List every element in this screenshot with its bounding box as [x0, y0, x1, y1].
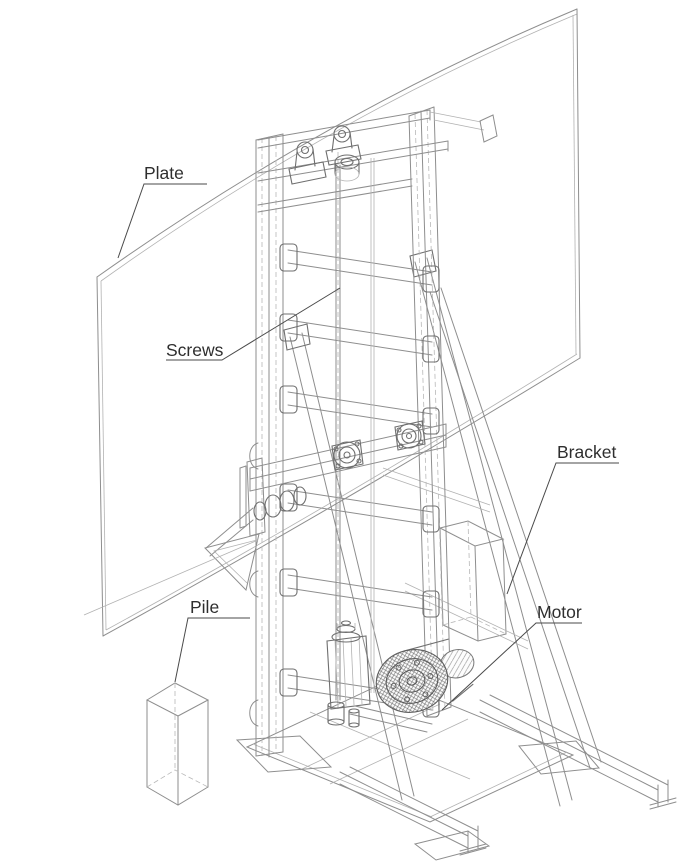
cross-bars [279, 243, 440, 718]
front-skid-beam [339, 766, 491, 861]
counterweight-box [438, 520, 507, 642]
brace-tie-rods [382, 467, 529, 650]
lead-screws [335, 152, 375, 712]
support-braces [283, 249, 602, 807]
side-tab [249, 699, 259, 727]
leader-line-pile [174, 617, 250, 683]
plate-sheet [96, 8, 581, 637]
gearbox [326, 620, 371, 710]
motor [375, 638, 475, 713]
swing-clamp-left [288, 141, 327, 185]
left-foot-pad [235, 735, 333, 773]
rear-right-brace [429, 287, 602, 769]
mast-frame [249, 106, 498, 758]
motor-assembly [326, 620, 475, 733]
leader-line-plate [117, 183, 207, 259]
left-column [249, 133, 284, 758]
rear-rail-tab [479, 114, 498, 143]
label-screws: Screws [166, 340, 224, 360]
label-motor: Motor [537, 602, 582, 622]
front-right-brace [409, 249, 573, 807]
right-skid-beam [479, 694, 677, 810]
axis-line [83, 539, 259, 616]
leader-line-screws [166, 287, 341, 361]
label-bracket: Bracket [557, 442, 616, 462]
pile-box [145, 682, 210, 806]
carriage-assembly [249, 420, 447, 492]
screw-coupling-right [394, 420, 426, 451]
side-arm-assembly [83, 457, 307, 616]
swing-clamp-right [325, 125, 362, 166]
screw-coupling-left [331, 439, 364, 471]
side-tab [249, 570, 259, 598]
label-pile: Pile [190, 597, 219, 617]
base-frame [235, 679, 677, 861]
motor-mount [327, 701, 433, 733]
leader-line-motor [441, 622, 582, 711]
side-tab [249, 442, 259, 470]
pulley-drum [334, 154, 360, 182]
top-clamp-assembly [288, 125, 362, 185]
label-plate: Plate [144, 163, 184, 183]
head-beam [257, 109, 498, 213]
leader-line-bracket [506, 462, 619, 595]
